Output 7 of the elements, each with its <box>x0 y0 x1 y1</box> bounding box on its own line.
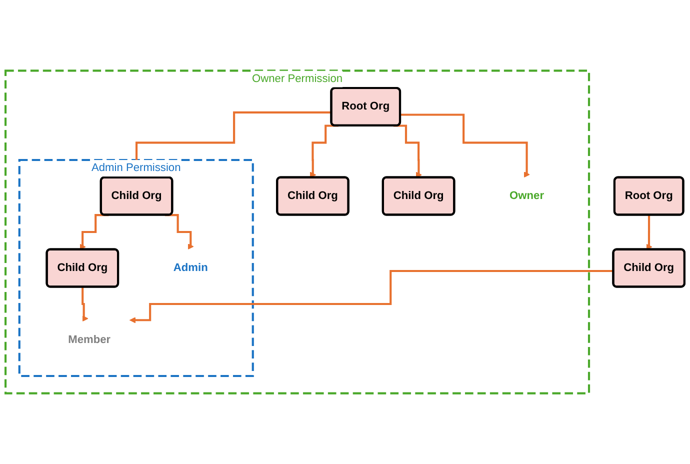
arrow <box>82 286 88 322</box>
arrow <box>646 214 652 250</box>
node-text: Admin <box>173 262 208 274</box>
node-text: Owner <box>510 190 544 202</box>
node-text: Member <box>68 334 111 346</box>
arrow <box>129 270 614 324</box>
arrow <box>400 114 530 178</box>
